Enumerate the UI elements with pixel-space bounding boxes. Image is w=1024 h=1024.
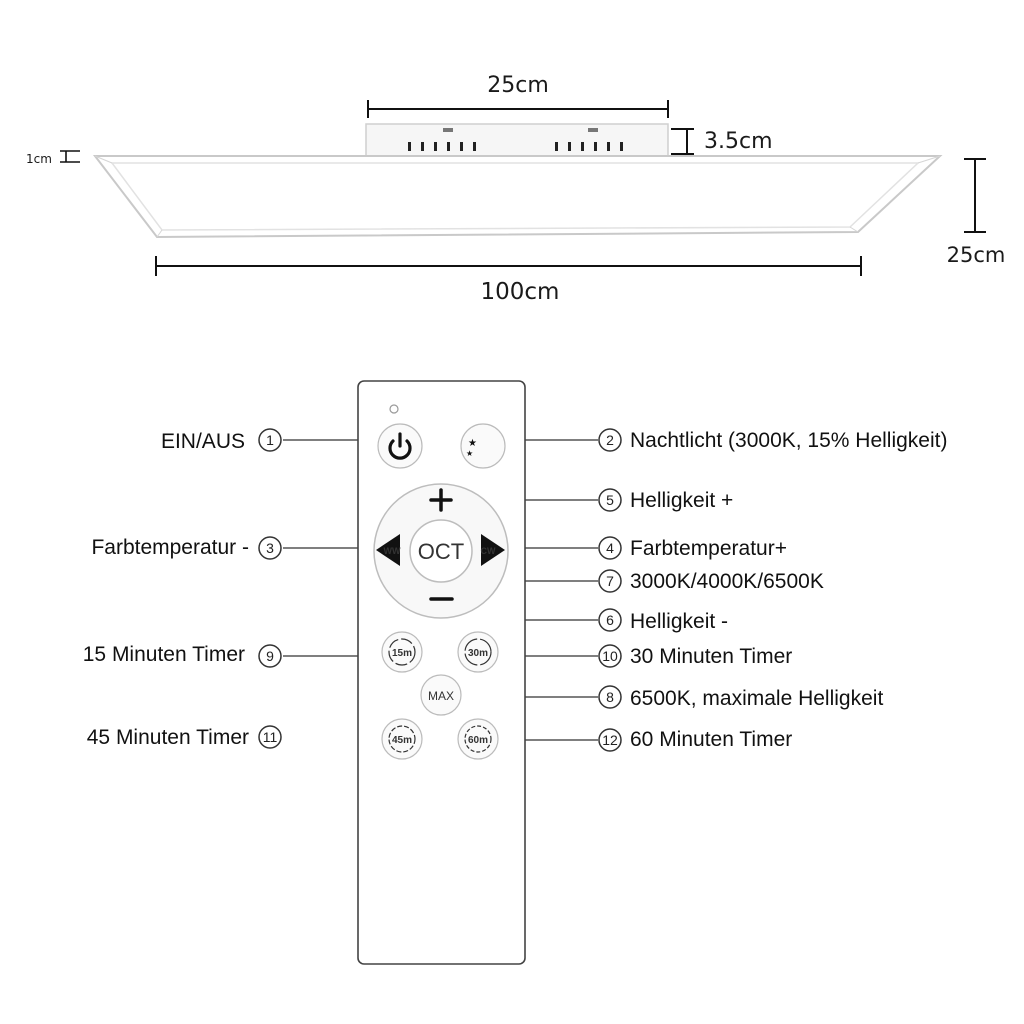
timer-60m-button[interactable]: 60m <box>457 718 499 760</box>
callout-6-label: Helligkeit - <box>630 610 728 633</box>
brightness-down-button[interactable] <box>425 589 457 611</box>
callout-3: Farbtemperatur - 3 <box>91 536 282 560</box>
callout-6-number: 6 <box>606 612 614 628</box>
control-ring <box>373 483 509 619</box>
timer-45m-button[interactable]: 45m <box>381 718 423 760</box>
callout-12-label: 60 Minuten Timer <box>630 728 792 751</box>
color-temp-down-button[interactable]: WW <box>376 534 401 566</box>
brightness-up-button[interactable] <box>425 485 457 513</box>
callout-3-label: Farbtemperatur - <box>91 536 249 559</box>
callout-5-label: Helligkeit + <box>630 489 733 512</box>
callout-1-number: 1 <box>266 432 274 448</box>
dim-25cm-top <box>367 100 669 118</box>
timer-30m-button[interactable]: 30m <box>457 631 499 673</box>
callout-11-label: 45 Minuten Timer <box>87 726 249 749</box>
moon-star-icon: ★ ★ <box>466 434 492 459</box>
callout-1-label: EIN/AUS <box>161 430 245 453</box>
nightlight-button[interactable]: ★ ★ <box>460 423 506 469</box>
svg-text:★: ★ <box>468 438 477 449</box>
remote-control: ★ ★ WW CW <box>357 380 526 965</box>
callout-6: 6 Helligkeit - <box>598 608 728 633</box>
dim-1cm <box>60 150 80 163</box>
timer-60m-label: 60m <box>468 735 488 746</box>
timer-45m-label: 45m <box>392 735 412 746</box>
color-temp-up-button[interactable]: CW <box>481 534 506 566</box>
timer-15m-button[interactable]: 15m <box>381 631 423 673</box>
callout-5: 5 Helligkeit + <box>598 488 733 512</box>
callout-9-label: 15 Minuten Timer <box>83 643 245 666</box>
callout-9: 15 Minuten Timer 9 <box>83 643 282 668</box>
arrow-left-icon <box>376 534 400 566</box>
arrow-right-icon <box>481 534 505 566</box>
driver-module <box>365 123 669 157</box>
callout-10: 10 30 Minuten Timer <box>598 644 792 668</box>
callout-4-number: 4 <box>606 540 614 556</box>
dim-label-module-width: 25cm <box>487 73 549 98</box>
panel-drawing: 25cm <box>26 73 1005 305</box>
indicator-led <box>389 404 399 414</box>
timer-15m-label: 15m <box>392 648 412 659</box>
ww-label: WW <box>384 546 401 556</box>
callout-7-number: 7 <box>606 573 614 589</box>
callout-5-number: 5 <box>606 492 614 508</box>
callout-7-label: 3000K/4000K/6500K <box>630 570 824 593</box>
callout-7: 7 3000K/4000K/6500K <box>598 569 824 593</box>
dim-25cm-right <box>964 158 986 233</box>
power-icon <box>388 432 412 460</box>
callout-11: 45 Minuten Timer 11 <box>87 725 282 749</box>
dim-label-panel-depth: 25cm <box>947 243 1006 267</box>
dim-3-5cm <box>671 128 694 155</box>
callouts: EIN/AUS 1 2 Nachtlicht (3000K, 15% Helli… <box>83 428 947 752</box>
led-panel <box>92 155 943 239</box>
dim-label-panel-length: 100cm <box>481 279 560 305</box>
callout-12-number: 12 <box>602 732 618 748</box>
svg-text:★: ★ <box>466 449 473 458</box>
callout-10-label: 30 Minuten Timer <box>630 645 792 668</box>
callout-8-label: 6500K, maximale Helligkeit <box>630 687 883 710</box>
max-button[interactable]: MAX <box>420 674 462 716</box>
callout-8-number: 8 <box>606 689 614 705</box>
oct-label: OCT <box>418 539 464 564</box>
plus-icon <box>429 488 453 512</box>
callout-2-label: Nachtlicht (3000K, 15% Helligkeit) <box>630 429 947 452</box>
dim-label-module-height: 3.5cm <box>704 129 773 154</box>
timer-30m-label: 30m <box>468 648 488 659</box>
callout-1: EIN/AUS 1 <box>161 428 282 453</box>
dim-100cm <box>155 256 862 276</box>
callout-3-number: 3 <box>266 540 274 556</box>
callout-9-number: 9 <box>266 648 274 664</box>
oct-button[interactable]: OCT <box>418 539 464 564</box>
callout-2-number: 2 <box>606 432 614 448</box>
callout-11-number: 11 <box>263 729 278 745</box>
callout-2: 2 Nachtlicht (3000K, 15% Helligkeit) <box>598 428 947 452</box>
cw-label: CW <box>481 546 496 556</box>
callout-4-label: Farbtemperatur+ <box>630 537 787 560</box>
callout-8: 8 6500K, maximale Helligkeit <box>598 685 883 710</box>
callout-12: 12 60 Minuten Timer <box>598 728 792 752</box>
callout-4: 4 Farbtemperatur+ <box>598 536 787 560</box>
dim-label-panel-thickness: 1cm <box>26 152 52 166</box>
callout-10-number: 10 <box>602 648 618 664</box>
max-label: MAX <box>428 689 454 703</box>
power-button[interactable] <box>377 423 423 469</box>
